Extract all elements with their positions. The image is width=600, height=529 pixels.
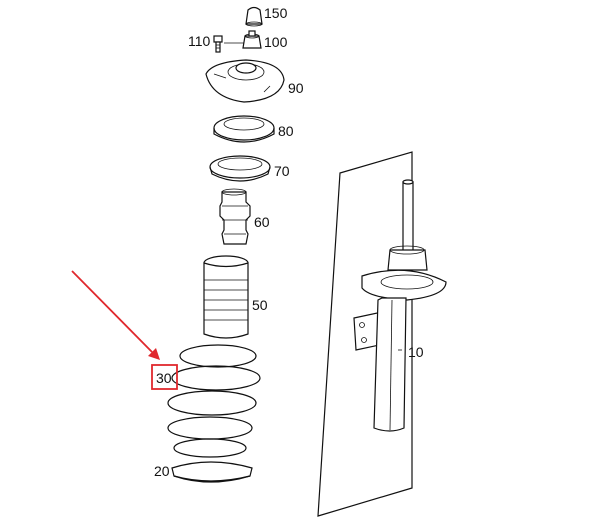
part-80-bearing	[213, 115, 275, 143]
callout-arrow-head	[148, 348, 160, 360]
strut-assembly-group	[317, 151, 447, 517]
strut-spring-seat	[361, 269, 447, 301]
callout-arrow-shaft	[71, 270, 153, 353]
strut-body	[373, 297, 407, 432]
part-60-bump-stop	[219, 188, 251, 245]
strut-upper-cap	[387, 249, 428, 271]
label-60: 60	[254, 214, 270, 230]
label-20: 20	[154, 463, 170, 479]
rod-top-nut	[402, 179, 414, 185]
label-80: 80	[278, 123, 294, 139]
part-110-bolt	[213, 35, 223, 53]
label-30: 30	[156, 370, 172, 386]
highlight-box	[151, 364, 178, 390]
label-90: 90	[288, 80, 304, 96]
strut-panel-outline	[317, 151, 413, 517]
part-20-lower-seat	[171, 461, 253, 483]
label-50: 50	[252, 297, 268, 313]
part-70-seat	[209, 155, 271, 182]
label-70: 70	[274, 163, 290, 179]
part-150-cap	[245, 6, 263, 27]
part-50-dust-boot	[203, 255, 249, 339]
highlight-callout	[71, 270, 178, 390]
label-150: 150	[264, 5, 288, 21]
piston-rod	[402, 181, 414, 253]
label-110: 110	[188, 33, 211, 49]
label-100: 100	[264, 34, 288, 50]
part-90-top-mount	[205, 59, 285, 103]
label-10: 10	[408, 344, 424, 360]
part-30-coil-spring	[167, 344, 261, 458]
part-100-nut	[242, 30, 262, 49]
